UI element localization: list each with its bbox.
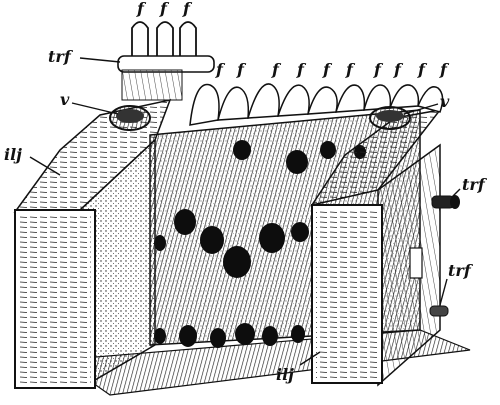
label-ilj-left: ilj xyxy=(4,145,22,164)
transverse-peg-upper xyxy=(431,195,460,209)
label-trf-right-upper: trf xyxy=(462,175,488,194)
label-f13: f xyxy=(439,60,450,79)
label-f9: f xyxy=(345,60,356,79)
label-trf-right-lower: trf xyxy=(448,261,474,280)
label-v-right: v xyxy=(440,92,450,111)
label-trf-top: trf xyxy=(48,47,74,66)
label-f11: f xyxy=(393,60,404,79)
label-ilj-bottom: ilj xyxy=(276,365,294,384)
label-f5: f xyxy=(236,60,247,79)
vessel-left xyxy=(109,105,151,131)
label-v-left: v xyxy=(60,90,70,109)
label-f8: f xyxy=(322,60,333,79)
vessel-right xyxy=(369,106,411,130)
label-f1: f xyxy=(136,0,147,18)
label-f3: f xyxy=(182,0,193,18)
label-f10: f xyxy=(373,60,384,79)
label-f2: f xyxy=(159,0,170,18)
label-f12: f xyxy=(417,60,428,79)
transverse-bar-top xyxy=(117,55,215,101)
gill-lamellae-row xyxy=(189,83,444,126)
right-block xyxy=(310,108,442,387)
label-f6: f xyxy=(271,60,282,79)
label-f7: f xyxy=(296,60,307,79)
labels: f f f f f f f f f f f f f trf v v ilj tr… xyxy=(4,0,488,384)
left-block xyxy=(13,98,172,389)
leader-lines xyxy=(29,57,461,366)
transverse-peg-lower xyxy=(429,305,449,317)
label-f4: f xyxy=(215,60,226,79)
